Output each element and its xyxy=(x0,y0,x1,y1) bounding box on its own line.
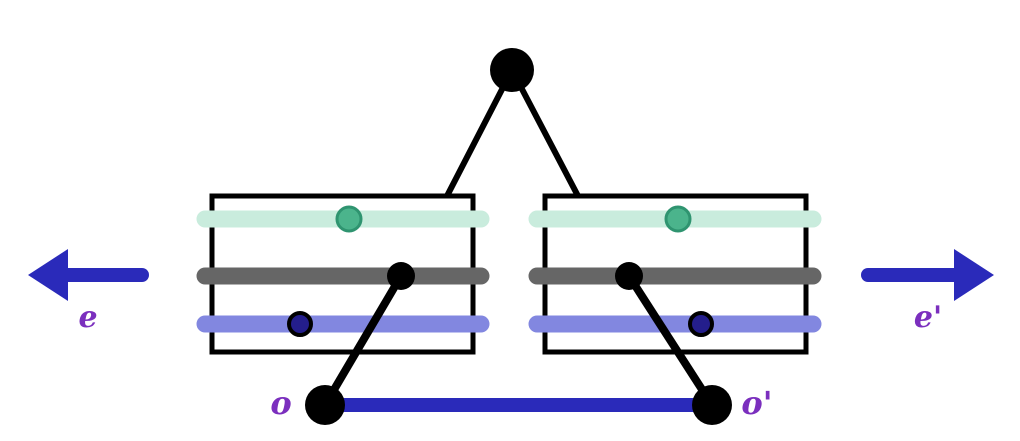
left-arrow-label: e xyxy=(78,300,97,335)
right-black-node-to-vertex-o-prime-connector xyxy=(625,273,716,408)
dot-black-left[interactable] xyxy=(387,262,415,290)
left-box-dots-group xyxy=(287,205,415,337)
root-to-right-box-edge xyxy=(509,68,581,198)
left-arrow-head-icon xyxy=(28,249,68,301)
vertex-o-node[interactable] xyxy=(305,385,345,425)
right-box-dots-group xyxy=(615,205,714,337)
right-arrow-group[interactable] xyxy=(861,249,994,301)
right-arrow-head-icon xyxy=(954,249,994,301)
dot-green-right[interactable] xyxy=(664,205,692,233)
dot-navy-right[interactable] xyxy=(688,311,714,337)
vertex-o-prime-node[interactable] xyxy=(692,385,732,425)
vertex-o-label: o xyxy=(270,384,291,422)
root-node[interactable] xyxy=(490,48,534,92)
root-to-left-box-edge xyxy=(444,68,515,198)
left-black-node-to-vertex-o-connector xyxy=(321,273,405,408)
dot-green-left[interactable] xyxy=(335,205,363,233)
vertex-o-prime-label: o' xyxy=(741,384,772,422)
dot-navy-left[interactable] xyxy=(287,311,313,337)
left-arrow-group[interactable] xyxy=(28,249,149,301)
root-edges-group xyxy=(444,68,581,198)
dot-black-right[interactable] xyxy=(615,262,643,290)
right-arrow-label: e' xyxy=(914,300,942,335)
